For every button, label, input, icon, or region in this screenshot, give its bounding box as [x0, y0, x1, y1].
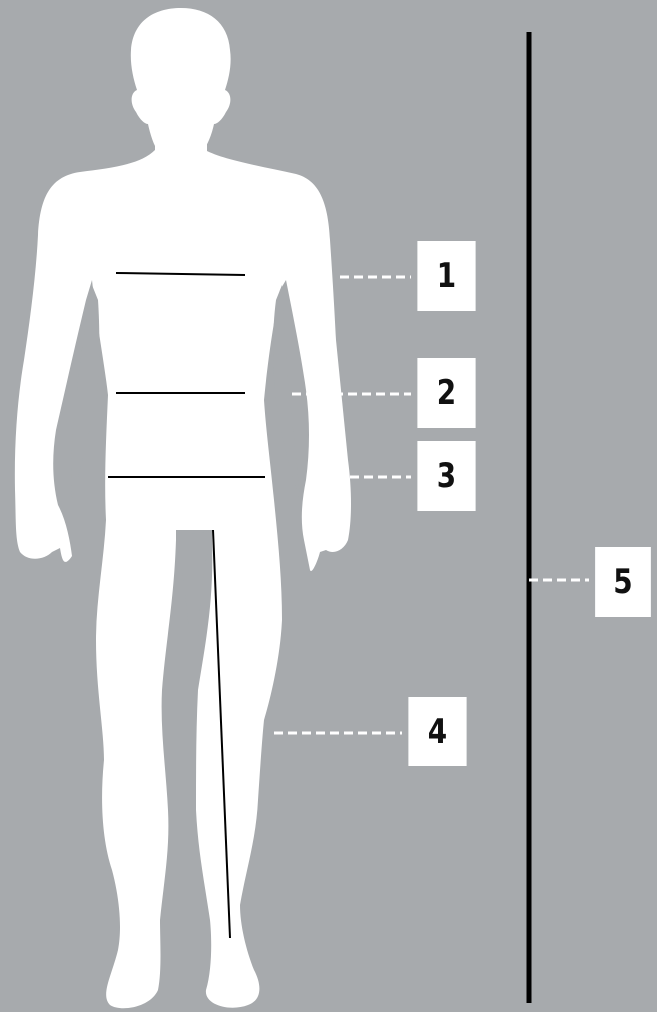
label-waist-number: 2	[437, 373, 456, 413]
label-chest: 1	[417, 241, 475, 311]
label-height: 5	[595, 547, 651, 617]
label-waist: 2	[417, 358, 475, 428]
label-hips: 3	[417, 441, 475, 511]
head-shape	[131, 8, 231, 154]
label-inseam: 4	[408, 697, 466, 766]
torso-and-limbs-shape	[15, 150, 351, 1008]
body-silhouette	[15, 8, 351, 1008]
label-inseam-number: 4	[428, 712, 447, 752]
label-chest-number: 1	[437, 256, 456, 296]
label-hips-number: 3	[437, 456, 456, 496]
label-height-number: 5	[613, 562, 632, 602]
crotch-notch	[176, 530, 212, 640]
